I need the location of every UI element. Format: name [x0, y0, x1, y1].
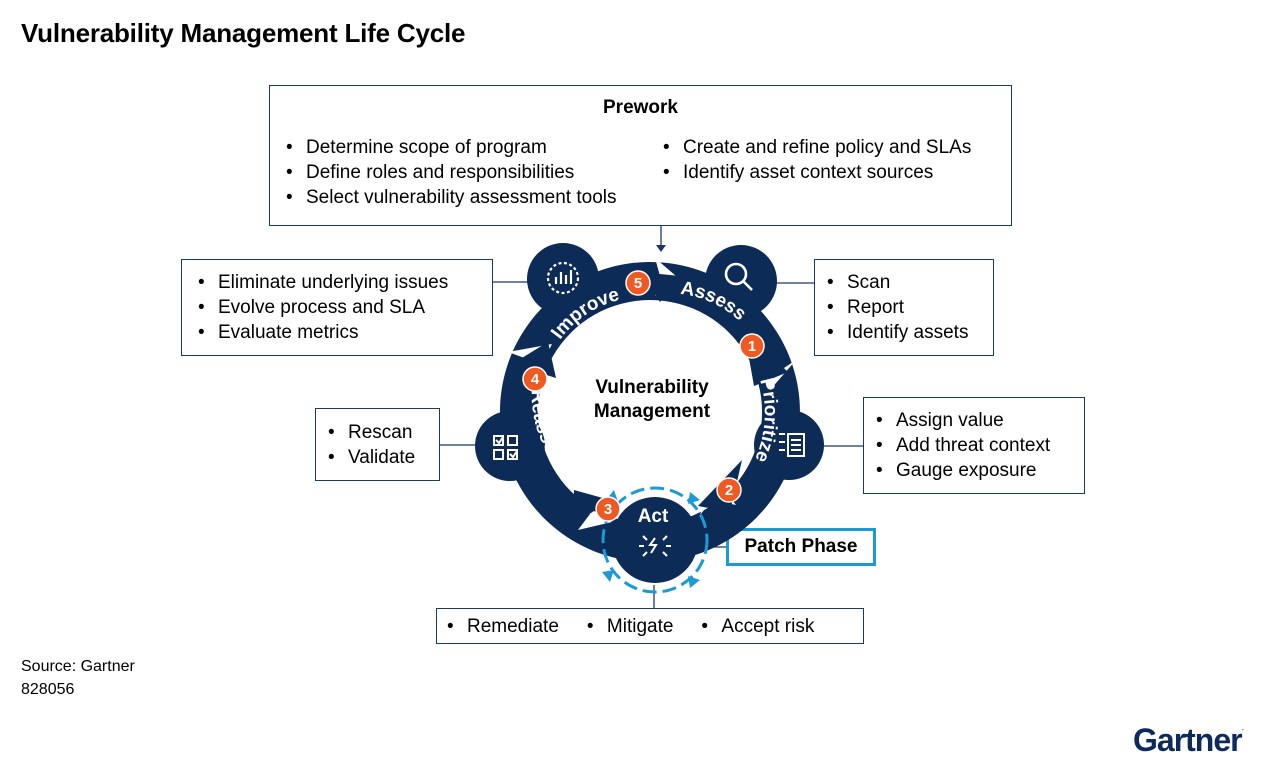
improve-box: Eliminate underlying issues Evolve proce… — [181, 259, 493, 356]
prioritize-box: Assign value Add threat context Gauge ex… — [863, 397, 1085, 494]
list-item: Define roles and responsibilities — [286, 160, 616, 185]
prework-title: Prework — [603, 97, 678, 118]
prework-left-list: Determine scope of program Define roles … — [286, 135, 616, 210]
gartner-logo: Gartner. — [1133, 722, 1244, 758]
badge-1 — [739, 333, 765, 359]
list-stack-icon — [779, 433, 805, 457]
phase-label-act: Act — [638, 506, 669, 527]
prework-box: Prework Determine scope of program Defin… — [269, 85, 1012, 226]
source-text: Source: Gartner — [21, 658, 135, 675]
prework-right-list: Create and refine policy and SLAs Identi… — [663, 135, 971, 185]
badge-3-text: 3 — [604, 501, 612, 518]
list-item: Create and refine policy and SLAs — [663, 135, 971, 160]
badge-4 — [522, 366, 548, 392]
reassess-list: Rescan Validate — [328, 420, 415, 470]
list-item: Identify asset context sources — [663, 160, 971, 185]
act-list: Remediate Mitigate Accept risk — [447, 614, 814, 639]
list-item: Identify assets — [827, 320, 968, 345]
badge-2 — [716, 477, 742, 503]
improve-list: Eliminate underlying issues Evolve proce… — [198, 270, 448, 345]
logo-text: Gartner — [1133, 722, 1243, 758]
list-item: Add threat context — [876, 433, 1050, 458]
page-title: Vulnerability Management Life Cycle — [21, 18, 466, 48]
prioritize-list: Assign value Add threat context Gauge ex… — [876, 408, 1050, 483]
assess-list: Scan Report Identify assets — [827, 270, 968, 345]
list-item: Gauge exposure — [876, 458, 1050, 483]
center-label-line2: Management — [594, 401, 711, 422]
scatter-arrows-icon — [639, 535, 671, 557]
assess-box: Scan Report Identify assets — [814, 259, 994, 356]
list-item: Determine scope of program — [286, 135, 616, 160]
chart-gauge-icon — [546, 261, 580, 295]
patch-phase-label: Patch Phase — [726, 528, 876, 566]
badge-2-text: 2 — [725, 482, 733, 499]
list-item: Assign value — [876, 408, 1050, 433]
list-item: Mitigate — [587, 614, 674, 639]
list-item: Select vulnerability assessment tools — [286, 185, 616, 210]
list-item: Scan — [827, 270, 968, 295]
list-item: Validate — [328, 445, 415, 470]
magnifier-icon — [724, 262, 753, 291]
patch-cycle-arrows — [602, 490, 700, 588]
list-item: Report — [827, 295, 968, 320]
list-item: Remediate — [447, 614, 559, 639]
list-item: Evaluate metrics — [198, 320, 448, 345]
patch-cycle — [601, 486, 709, 594]
reassess-box: Rescan Validate — [315, 408, 440, 481]
center-label-line1: Vulnerability — [595, 377, 709, 398]
list-item: Accept risk — [701, 614, 814, 639]
badge-4-text: 4 — [531, 371, 540, 388]
list-item: Eliminate underlying issues — [198, 270, 448, 295]
act-box: Remediate Mitigate Accept risk — [436, 608, 864, 644]
checklist-icon — [493, 435, 518, 460]
list-item: Evolve process and SLA — [198, 295, 448, 320]
document-id: 828056 — [21, 681, 75, 698]
phase-number-badges: 5 1 2 3 4 — [522, 270, 765, 522]
badge-1-text: 1 — [748, 338, 756, 355]
list-item: Rescan — [328, 420, 415, 445]
badge-5 — [625, 270, 651, 296]
badge-5-text: 5 — [634, 275, 642, 292]
badge-3 — [595, 496, 621, 522]
